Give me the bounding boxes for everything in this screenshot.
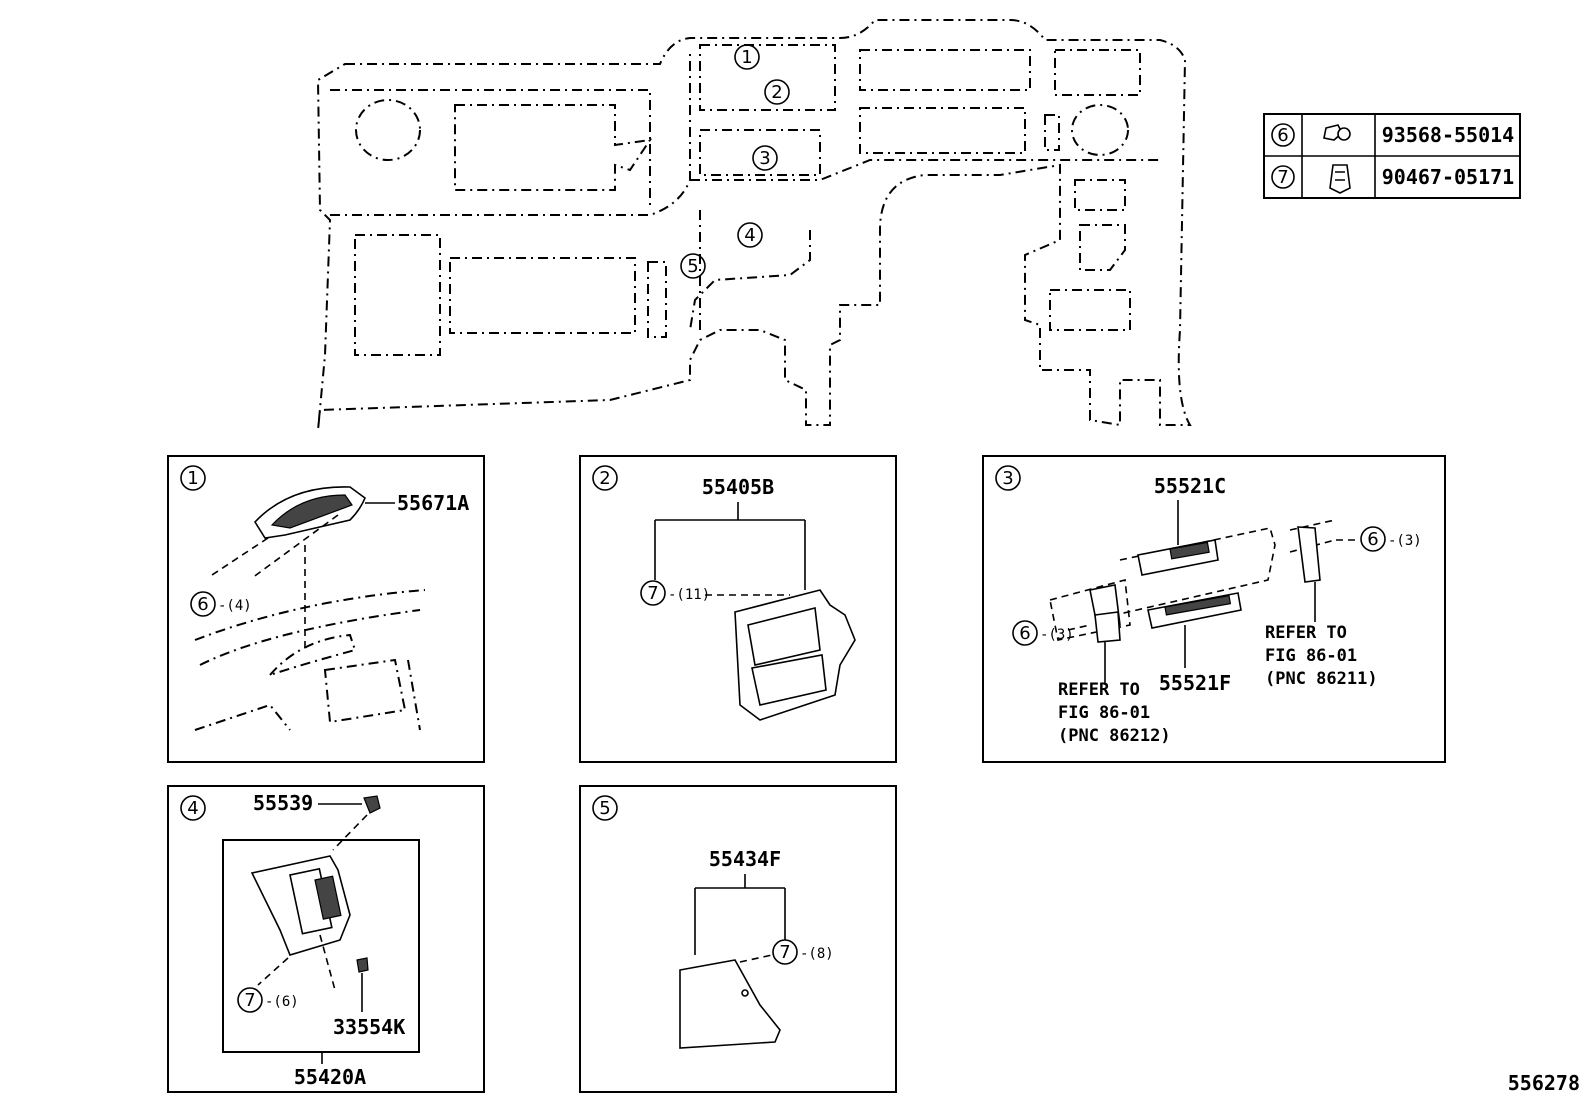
svg-text:-(11): -(11) <box>668 587 710 603</box>
svg-text:7: 7 <box>647 583 658 604</box>
svg-text:55434F: 55434F <box>709 847 781 871</box>
parts-table-row-6[interactable]: 6 93568-55014 <box>1271 123 1514 147</box>
svg-text:3: 3 <box>759 148 770 169</box>
svg-text:7: 7 <box>779 942 790 963</box>
fastener-7-callout[interactable] <box>237 987 263 1013</box>
svg-text:-(6): -(6) <box>265 994 299 1010</box>
panel-4: 4 55539 7 -(6) 33554K 55420A <box>167 785 485 1093</box>
svg-text:-(4): -(4) <box>218 598 252 614</box>
svg-text:REFER TO: REFER TO <box>1265 623 1347 643</box>
svg-text:55521F: 55521F <box>1159 671 1231 695</box>
overview-callout-3[interactable]: 3 <box>752 145 778 171</box>
center-cluster-finish-panel[interactable] <box>734 589 856 721</box>
svg-text:1: 1 <box>187 468 198 489</box>
svg-text:(PNC 86212): (PNC 86212) <box>1058 726 1171 746</box>
svg-text:2: 2 <box>599 468 610 489</box>
overview-callout-5[interactable]: 5 <box>680 253 706 279</box>
svg-text:33554K: 33554K <box>333 1015 405 1039</box>
right-bracket-part[interactable] <box>1297 526 1321 583</box>
svg-text:6: 6 <box>1277 125 1288 146</box>
svg-text:7: 7 <box>1277 167 1288 188</box>
panel-5: 5 55434F 7 -(8) <box>579 785 897 1093</box>
diagram-id: 556278 <box>1508 1071 1580 1095</box>
svg-text:4: 4 <box>744 225 755 246</box>
svg-text:-(3): -(3) <box>1388 533 1422 549</box>
svg-text:-(8): -(8) <box>800 946 834 962</box>
switch-base-part[interactable] <box>250 855 351 956</box>
lower-switch-panel[interactable] <box>1147 592 1242 629</box>
svg-text:93568-55014: 93568-55014 <box>1382 123 1514 147</box>
svg-text:55521C: 55521C <box>1154 474 1226 498</box>
lower-panel-part[interactable] <box>679 959 781 1049</box>
svg-text:55420A: 55420A <box>294 1065 366 1089</box>
panel-3: 3 55521C 55521F 6 -(3) 6 -(3) <box>982 455 1446 763</box>
overview-callout-1[interactable]: 1 <box>734 44 760 70</box>
fastener-7-callout[interactable] <box>772 939 798 965</box>
panel-2: 2 55405B 7 -(11) <box>579 455 897 763</box>
svg-text:5: 5 <box>599 798 610 819</box>
fastener-6a-callout[interactable] <box>1360 526 1386 552</box>
fastener-6b-callout[interactable] <box>1012 620 1038 646</box>
parts-table-row-7[interactable]: 7 90467-05171 <box>1271 164 1514 194</box>
svg-text:-(3): -(3) <box>1040 627 1074 643</box>
svg-text:6: 6 <box>1367 529 1378 550</box>
svg-text:1: 1 <box>741 47 752 68</box>
svg-text:4: 4 <box>187 798 198 819</box>
svg-text:55671A: 55671A <box>397 491 469 515</box>
overview-callout-4[interactable]: 4 <box>737 222 763 248</box>
svg-text:REFER TO: REFER TO <box>1058 680 1140 700</box>
bolt-icon <box>1323 124 1351 141</box>
svg-text:6: 6 <box>1019 623 1030 644</box>
svg-text:3: 3 <box>1002 468 1013 489</box>
svg-text:FIG 86-01: FIG 86-01 <box>1058 703 1150 723</box>
upper-switch-panel[interactable] <box>1137 539 1219 576</box>
svg-text:7: 7 <box>244 990 255 1011</box>
svg-text:5: 5 <box>687 256 698 277</box>
svg-text:55405B: 55405B <box>702 475 774 499</box>
panel-1: 1 55671A 6 -(4) <box>167 455 485 763</box>
left-bracket-part[interactable] <box>1089 584 1121 643</box>
small-clip-part[interactable] <box>356 957 369 973</box>
svg-text:FIG 86-01: FIG 86-01 <box>1265 646 1357 666</box>
svg-text:90467-05171: 90467-05171 <box>1382 165 1514 189</box>
fastener-7-callout[interactable] <box>640 580 666 606</box>
svg-text:6: 6 <box>197 594 208 615</box>
clip-icon <box>1329 164 1351 194</box>
svg-text:2: 2 <box>771 82 782 103</box>
dashboard-overview <box>316 19 1192 431</box>
svg-text:(PNC 86211): (PNC 86211) <box>1265 669 1378 689</box>
plug-part[interactable] <box>363 795 381 814</box>
overview-callout-2[interactable]: 2 <box>764 79 790 105</box>
svg-text:55539: 55539 <box>253 791 313 815</box>
air-vent-part[interactable] <box>253 486 366 539</box>
parts-table <box>1263 113 1521 199</box>
fastener-6-callout[interactable] <box>190 591 216 617</box>
